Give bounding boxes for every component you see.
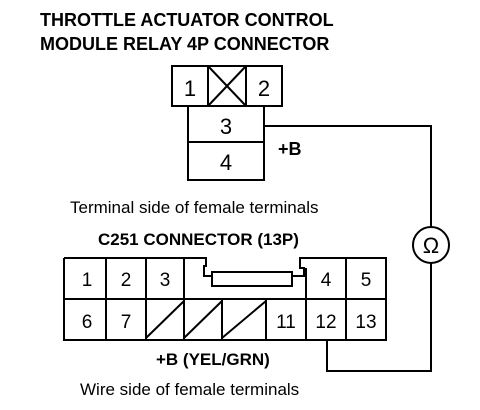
relay-voltage-label: +B	[278, 139, 302, 159]
c251-terminal-11: 11	[276, 312, 296, 333]
ohmmeter-symbol: Ω	[423, 233, 439, 258]
c251-terminal-12: 12	[315, 312, 336, 333]
title-line-2: MODULE RELAY 4P CONNECTOR	[40, 34, 329, 54]
test-lead-wires	[264, 125, 432, 372]
c251-connector	[63, 257, 387, 341]
c251-caption: Wire side of female terminals	[80, 380, 299, 399]
ohmmeter-icon: Ω	[412, 226, 450, 264]
relay-4p-connector	[171, 65, 283, 181]
relay-terminal-2: 2	[258, 76, 270, 101]
c251-terminal-7: 7	[121, 312, 132, 333]
blank-cavity-10	[221, 300, 267, 339]
blank-cavity-9	[183, 300, 223, 339]
c251-terminal-4: 4	[321, 270, 332, 291]
title-line-1: THROTTLE ACTUATOR CONTROL	[40, 10, 334, 30]
lead-relay-terminal-3	[264, 125, 432, 227]
c251-terminal-2: 2	[121, 270, 132, 291]
x-cross-icon	[207, 65, 247, 107]
lead-c251-terminal-12	[326, 263, 432, 372]
c251-terminal-1: 1	[82, 270, 93, 291]
c251-terminal-6: 6	[82, 312, 93, 333]
blank-cavity-8	[145, 300, 185, 339]
c251-terminal-3: 3	[160, 270, 171, 291]
c251-voltage-label: +B (YEL/GRN)	[156, 350, 270, 369]
relay-terminal-1: 1	[184, 76, 196, 101]
relay-caption: Terminal side of female terminals	[70, 198, 318, 217]
c251-latch	[211, 271, 293, 287]
c251-outline	[63, 257, 387, 341]
c251-title: C251 CONNECTOR (13P)	[98, 230, 299, 249]
relay-terminal-4: 4	[220, 150, 232, 175]
c251-terminal-13: 13	[355, 312, 376, 333]
relay-cavity-4	[187, 141, 265, 181]
relay-terminal-3: 3	[220, 114, 232, 139]
c251-terminal-5: 5	[361, 270, 372, 291]
